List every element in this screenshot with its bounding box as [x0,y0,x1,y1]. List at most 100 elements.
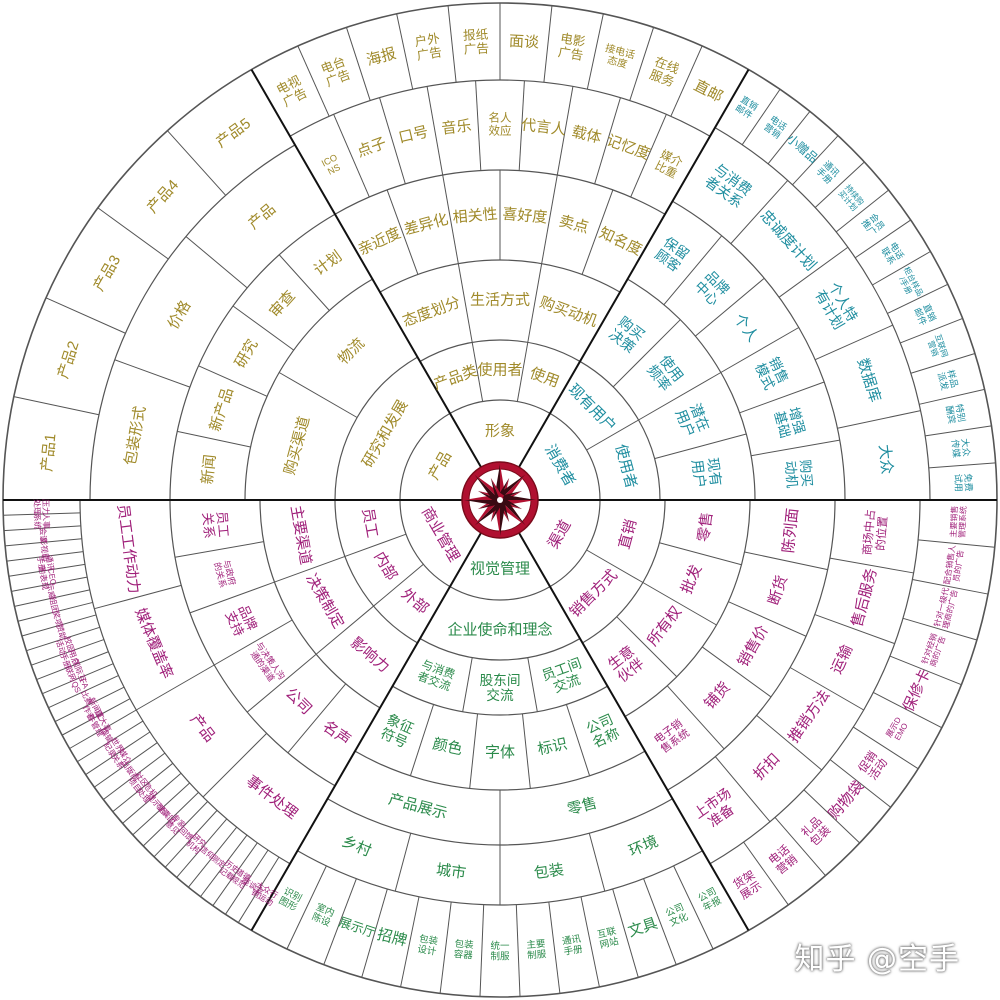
cell-label: 新闻 [199,454,219,486]
cell-label: 示威 [45,582,58,600]
cell-divider [855,219,911,259]
ring-arc [89,144,296,501]
cell-divider [728,601,807,637]
cell-divider [17,601,93,622]
cell-label: 股东间交流 [479,672,520,702]
cell-divider [910,353,976,374]
cell-divider [323,878,357,965]
cell-label: 包装容器 [453,937,474,961]
cell-divider [479,904,485,997]
cell-divider [902,617,978,641]
sector-divider [250,532,482,931]
cell-label: 产品1 [39,433,60,473]
cell-label: 主要制服 [526,937,547,961]
cell-divider [518,80,525,171]
cell-divider [814,161,865,208]
cell-divider [212,842,258,906]
cell-divider [541,174,558,264]
cell-divider [515,904,521,997]
cell-divider [873,692,942,729]
cell-divider [400,896,420,988]
cell-divider [643,878,677,965]
cell-divider [814,614,895,645]
cell-label: 形象 [485,423,515,440]
cell-divider [642,582,717,626]
cell-divider [174,541,264,558]
cell-label: FAQS [70,676,91,694]
cell-label: 压力处理 [33,499,52,515]
ring-arc [354,750,646,791]
cell-divider [122,772,182,824]
cell-divider [829,759,891,808]
cell-divider [471,342,484,402]
cell-divider [778,246,849,298]
cell-divider [315,605,374,655]
cell-divider [714,756,771,823]
cell-divider [774,817,826,876]
cell-divider [396,13,414,90]
cell-label: 包装设计 [417,932,440,957]
cell-divider [153,801,208,858]
cell-label: 电影广告 [557,31,587,63]
cell-divider [730,180,789,244]
cell-label: 生活方式 [470,292,530,309]
cell-divider [527,657,538,712]
cell-divider [3,525,81,532]
cell-divider [654,433,747,460]
cell-divider [666,685,725,750]
cell-label: 统一制服 [490,939,510,962]
cell-label: 标识 [536,736,569,759]
cell-divider [8,563,86,577]
cell-label: 通讯手册 [561,933,584,957]
cell-divider [45,297,126,334]
cell-label: 员工关系 [200,510,232,539]
cell-label: 大众 [875,444,895,476]
cell-divider [469,713,479,789]
cell-divider [14,589,90,607]
cell-label: 增强基础 [772,405,808,440]
cell-divider [663,235,723,305]
cell-divider [829,557,914,574]
cell-label: 赞助 [54,623,68,641]
cell-divider [94,584,182,610]
cell-divider [588,833,606,892]
cell-label: 主要销售管理系统 [947,505,967,538]
cell-divider [97,207,169,260]
cell-divider [521,713,531,789]
cell-divider [21,614,97,637]
cell-divider [475,80,482,171]
cell-divider [26,626,100,652]
cell-divider [345,27,371,101]
cell-divider [48,675,119,709]
cell-label: 字体 [485,744,515,761]
cell-divider [670,45,703,117]
ring-arc [419,339,581,362]
cell-label: 报纸广告 [463,28,490,57]
ring-arc [714,127,931,501]
cell-label: 相关性 [452,206,498,227]
cell-label: 校园活动 [54,635,77,656]
cell-label: 特别酬宾 [944,403,968,425]
cell-divider [103,752,166,800]
cell-divider [673,865,714,950]
ring-arc [672,200,846,501]
ring-arc [334,499,418,644]
cell-divider [237,856,280,923]
cell-label: 面谈 [509,33,540,52]
cell-label: 陈列面 [779,507,802,554]
cell-divider [594,97,621,185]
cell-divider [580,896,600,988]
cell-divider [297,45,330,117]
cell-divider [586,549,644,583]
cell-divider [457,263,473,343]
cell-label: 人事系统 [33,513,53,530]
cell-divider [6,551,84,562]
cell-divider [379,97,406,185]
cell-label: 喜好度 [502,206,548,227]
cell-divider [744,551,828,571]
ring-arc [379,259,621,293]
cell-label: 奖项 [51,610,65,628]
cell-label: 企业使命和理念 [447,621,552,639]
cell-divider [3,512,81,516]
